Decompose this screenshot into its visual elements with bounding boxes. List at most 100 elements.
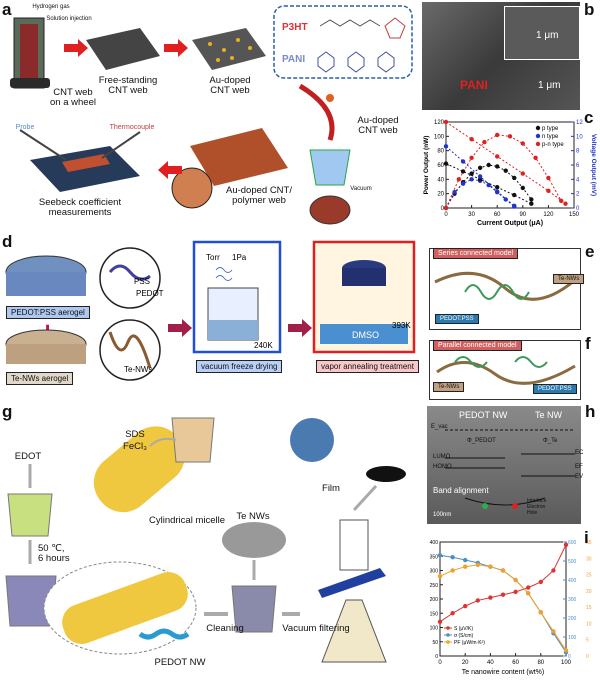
pedot-nw-cylinder — [62, 572, 188, 644]
y-tick-label: 0 — [441, 206, 445, 212]
x-axis-label: Te nanowire content (wt%) — [462, 669, 544, 676]
te-nw-label: Te-NWs — [124, 365, 152, 374]
pedot-nw-label: PEDOT NW — [154, 657, 206, 668]
legend-hole: Hole — [527, 510, 538, 516]
curved-arrow-icon — [298, 83, 335, 141]
temp-240-label: 240K — [254, 341, 273, 350]
polymer-structure-box — [273, 5, 413, 79]
y2-tick-label: 2 — [576, 192, 580, 198]
x-tick-label: 80 — [537, 660, 544, 666]
series-pedot-label: PEDOT:PSS — [435, 314, 479, 324]
data-point — [488, 595, 493, 600]
y2-tick-label: 12 — [576, 120, 583, 126]
parallel-model-title: Parallel connected model — [433, 340, 522, 351]
x-tick-label: 40 — [487, 660, 494, 666]
band-alignment-label: Band alignment — [433, 486, 489, 495]
homo-label: HOMO — [433, 464, 452, 470]
filter-flask — [309, 195, 351, 225]
panel-label-f: f — [585, 334, 591, 353]
data-point — [437, 553, 443, 558]
data-point — [437, 619, 443, 624]
vapor-icon — [215, 267, 233, 281]
filter-funnel — [339, 519, 369, 571]
data-point — [450, 611, 455, 616]
series-line — [445, 121, 566, 205]
probe-label: Probe — [15, 124, 35, 131]
data-point — [443, 161, 449, 166]
wheel — [10, 78, 50, 88]
annealing-label: vapor annealing treatment — [316, 360, 419, 373]
y-tick-label: 40 — [437, 177, 444, 183]
zoom-circle — [99, 319, 161, 381]
panel-g: g SDS FeCl₃ Cylindrical micelle — [0, 400, 420, 683]
step-au-doped: Au-doped CNT web — [209, 75, 251, 96]
y-tick-label: 20 — [437, 192, 444, 198]
data-point — [495, 185, 500, 190]
legend-label: p-n type — [542, 142, 564, 148]
data-point — [452, 190, 457, 195]
temp-393-label: 393K — [392, 321, 411, 330]
panel-label-b: b — [584, 0, 595, 19]
y3-tick-label: 35 — [586, 540, 592, 546]
panel-label-c: c — [584, 112, 594, 127]
vacuum-label: Vacuum — [350, 186, 372, 192]
data-point — [551, 568, 556, 573]
y3-tick-label: 10 — [586, 621, 592, 627]
panel-h: h PEDOT NW Te NW E_vac Φ_PEDOT Φ_Te LUMO… — [425, 402, 600, 526]
data-point — [520, 185, 525, 191]
x-tick-label: 100 — [561, 660, 572, 666]
te-nw-title: Te NW — [535, 410, 562, 420]
legend-marker — [535, 141, 541, 147]
sds-beaker — [171, 417, 215, 463]
phi-te-label: Φ_Te — [543, 438, 558, 444]
panel-b: b 1 μm PANI 1 μm — [420, 0, 600, 112]
y2-tick-label: 6 — [576, 163, 580, 169]
te-aerogel-body — [6, 344, 86, 364]
step-cnt-wheel: CNT web on a wheel — [50, 87, 96, 108]
series-line — [445, 164, 532, 209]
data-point — [520, 141, 525, 146]
y-tick-label: 250 — [430, 583, 439, 589]
data-point — [546, 175, 551, 181]
data-point — [500, 592, 506, 597]
pedot-aerogel-body — [6, 272, 86, 296]
te-nw-strand — [436, 361, 576, 385]
ev-label: EV — [575, 474, 584, 480]
data-point — [551, 629, 556, 634]
series-te-label: Te-NWs — [553, 274, 585, 284]
vacuum-filter-funnel — [309, 149, 351, 186]
arrow-icon — [64, 39, 88, 57]
data-point — [477, 165, 483, 171]
data-point — [529, 197, 534, 202]
pani-label: PANI — [282, 54, 305, 65]
panel-a: a P3HT PANI — [0, 0, 415, 230]
data-point — [563, 542, 569, 548]
legend-label: PF (μW/m·K²) — [454, 640, 485, 646]
micelle-icon — [93, 426, 185, 513]
data-point — [512, 192, 517, 198]
film-icon — [366, 466, 406, 482]
torr-label: Torr — [206, 253, 220, 262]
y-tick-label: 60 — [437, 163, 444, 169]
panel-a-drawing: P3HT PANI — [10, 5, 413, 225]
parallel-pedot-label: PEDOT:PSS — [533, 384, 577, 394]
y3-tick-label: 20 — [586, 589, 592, 595]
data-point — [443, 144, 449, 149]
probe-needle — [19, 129, 67, 161]
y2-tick-label: 4 — [576, 177, 580, 183]
x-tick-label: 0 — [444, 212, 448, 218]
data-point — [486, 162, 491, 168]
phi-pedot-label: Φ_PEDOT — [467, 438, 496, 444]
y3-tick-label: 0 — [586, 654, 589, 660]
panel-label-a: a — [2, 0, 12, 19]
y-tick-label: 350 — [430, 554, 439, 560]
x-tick-label: 0 — [438, 660, 442, 666]
injection-label: Solution injection — [46, 16, 92, 22]
h-scale-bar: 100nm — [433, 512, 452, 518]
panel-g-drawing — [5, 417, 406, 663]
seebeck-chip — [30, 146, 140, 192]
pedot-chain — [108, 264, 151, 281]
y3-tick-label: 5 — [586, 638, 589, 644]
scale-bar-1: 1 μm — [536, 30, 559, 41]
